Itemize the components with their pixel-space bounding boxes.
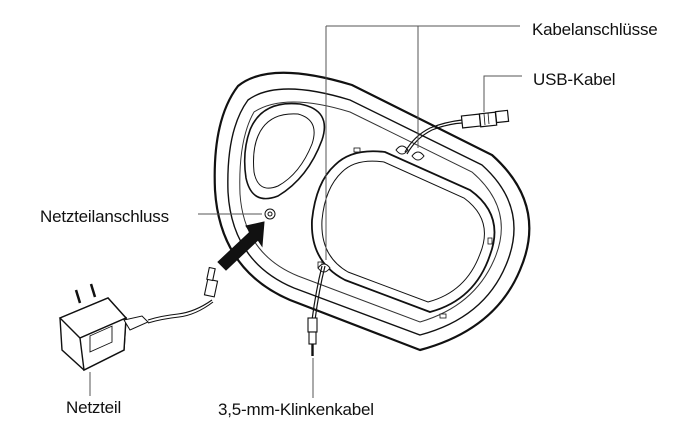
adapter-prong-1 bbox=[74, 289, 82, 304]
adapter-prong-2 bbox=[89, 283, 97, 298]
adapter-strain-relief bbox=[123, 315, 149, 331]
adapter-label-panel bbox=[89, 325, 113, 353]
cable-channel bbox=[239, 101, 502, 323]
left-recess bbox=[243, 102, 326, 200]
power-port-label: Netzteilanschluss bbox=[40, 207, 169, 226]
power-cable bbox=[147, 266, 219, 324]
audio-cable-label: 3,5-mm-Klinkenkabel bbox=[218, 400, 374, 419]
audio-cable bbox=[307, 265, 326, 356]
power-adapter-label: Netzteil bbox=[66, 398, 122, 417]
usb-cable-label: USB-Kabel bbox=[533, 70, 616, 89]
port-notch-top-2 bbox=[411, 151, 425, 161]
leader-usb-cable bbox=[483, 75, 522, 112]
power-port-arrow bbox=[217, 221, 265, 271]
power-adapter bbox=[58, 283, 149, 372]
main-recess bbox=[311, 147, 496, 319]
cable-ports-label: Kabelanschlüsse bbox=[532, 20, 658, 39]
leader-lines bbox=[89, 25, 522, 398]
usb-cable bbox=[404, 109, 510, 155]
audio-plug bbox=[307, 317, 318, 356]
usb-plug bbox=[460, 109, 510, 129]
barrel-plug bbox=[203, 266, 219, 298]
